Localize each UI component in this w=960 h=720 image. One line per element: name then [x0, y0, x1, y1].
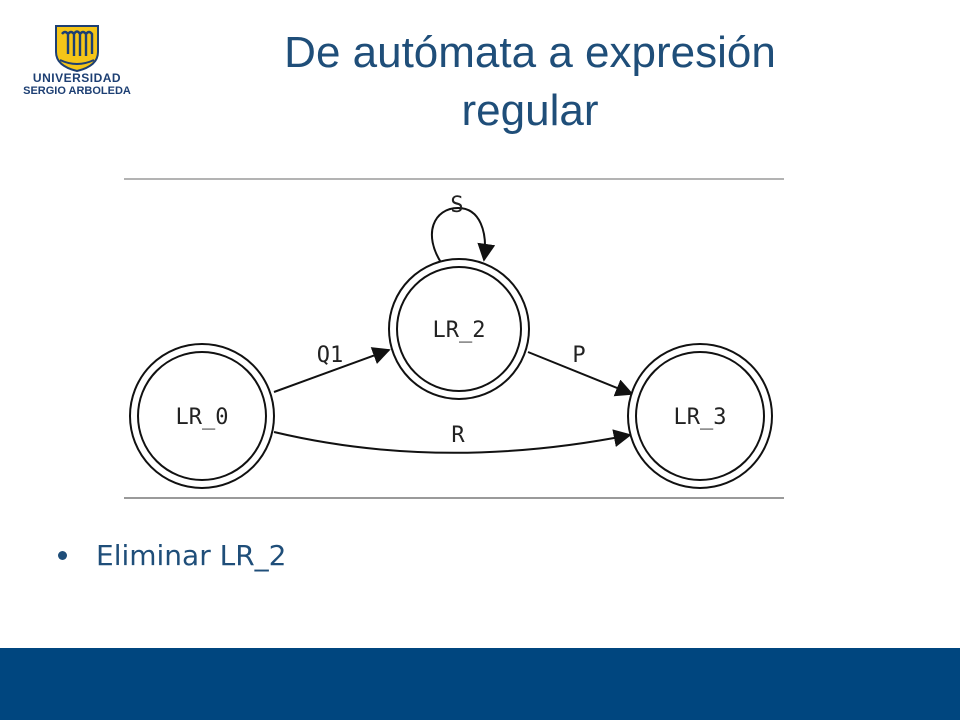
logo-line-1: UNIVERSIDAD — [32, 71, 122, 85]
slide-title-line-2: regular — [461, 86, 599, 135]
university-logo: UNIVERSIDAD SERGIO ARBOLEDA — [10, 24, 144, 104]
slide-title-line-1: De autómata a expresión — [284, 28, 776, 77]
state-lr-0: LR_0 — [129, 343, 275, 489]
edge-label-q1: Q1 — [317, 343, 344, 368]
state-lr-3: LR_3 — [627, 343, 773, 489]
slide-title: De autómata a expresión regular — [200, 24, 860, 140]
state-lr-3-label: LR_3 — [674, 405, 727, 430]
university-shield-icon — [55, 25, 99, 72]
state-lr-2: LR_2 — [388, 258, 530, 400]
edge-label-r: R — [451, 423, 465, 448]
state-lr-2-label: LR_2 — [433, 318, 486, 343]
bullet-dot-icon — [58, 551, 67, 560]
bullet-text: Eliminar LR_2 — [96, 539, 287, 572]
bullet-list: Eliminar LR_2 — [58, 536, 287, 576]
edge-label-s: S — [450, 193, 463, 218]
logo-text: UNIVERSIDAD SERGIO ARBOLEDA — [10, 72, 144, 98]
automaton-svg: S Q1 P R LR_0 LR_2 LR_3 — [124, 178, 784, 499]
edge-label-p: P — [572, 343, 585, 368]
logo-line-2: SERGIO ARBOLEDA — [23, 85, 131, 97]
footer-bar — [0, 648, 960, 720]
state-lr-0-label: LR_0 — [176, 405, 229, 430]
automaton-diagram: S Q1 P R LR_0 LR_2 LR_3 — [124, 176, 784, 502]
edge-lr0-lr2 — [273, 347, 391, 393]
edge-lr2-lr3 — [527, 351, 634, 397]
edge-lr2-self-loop — [431, 206, 496, 265]
edge-lr0-lr3 — [273, 429, 632, 454]
bullet-item: Eliminar LR_2 — [58, 536, 287, 576]
